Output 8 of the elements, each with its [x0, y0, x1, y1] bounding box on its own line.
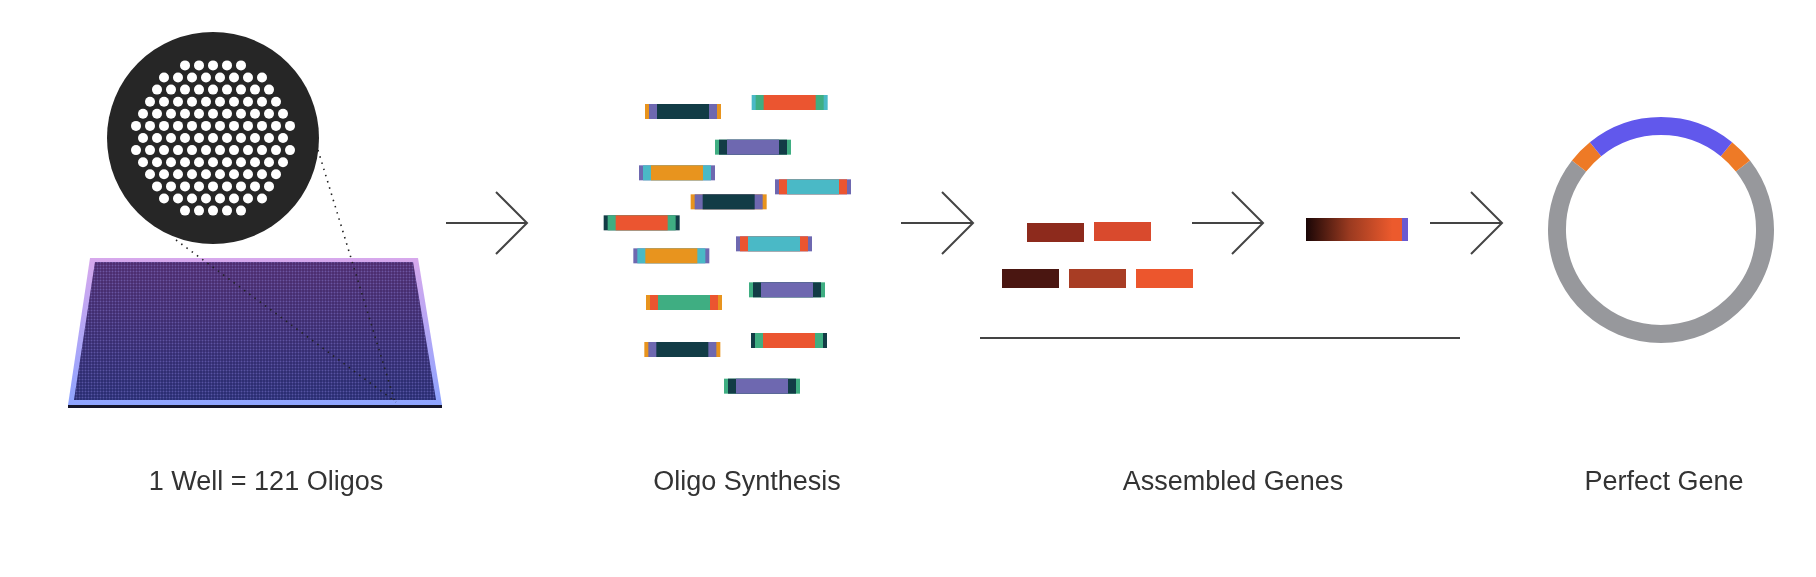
arrow — [1191, 191, 1264, 255]
stage-caption: 1 Well = 121 Oligos — [148, 466, 384, 497]
arrow — [1429, 191, 1503, 255]
arrow — [900, 191, 974, 255]
arrow — [445, 191, 528, 255]
stage-caption: Perfect Gene — [1584, 466, 1744, 497]
stage-caption: Assembled Genes — [1122, 466, 1344, 497]
stage-caption: Oligo Synthesis — [653, 466, 841, 497]
